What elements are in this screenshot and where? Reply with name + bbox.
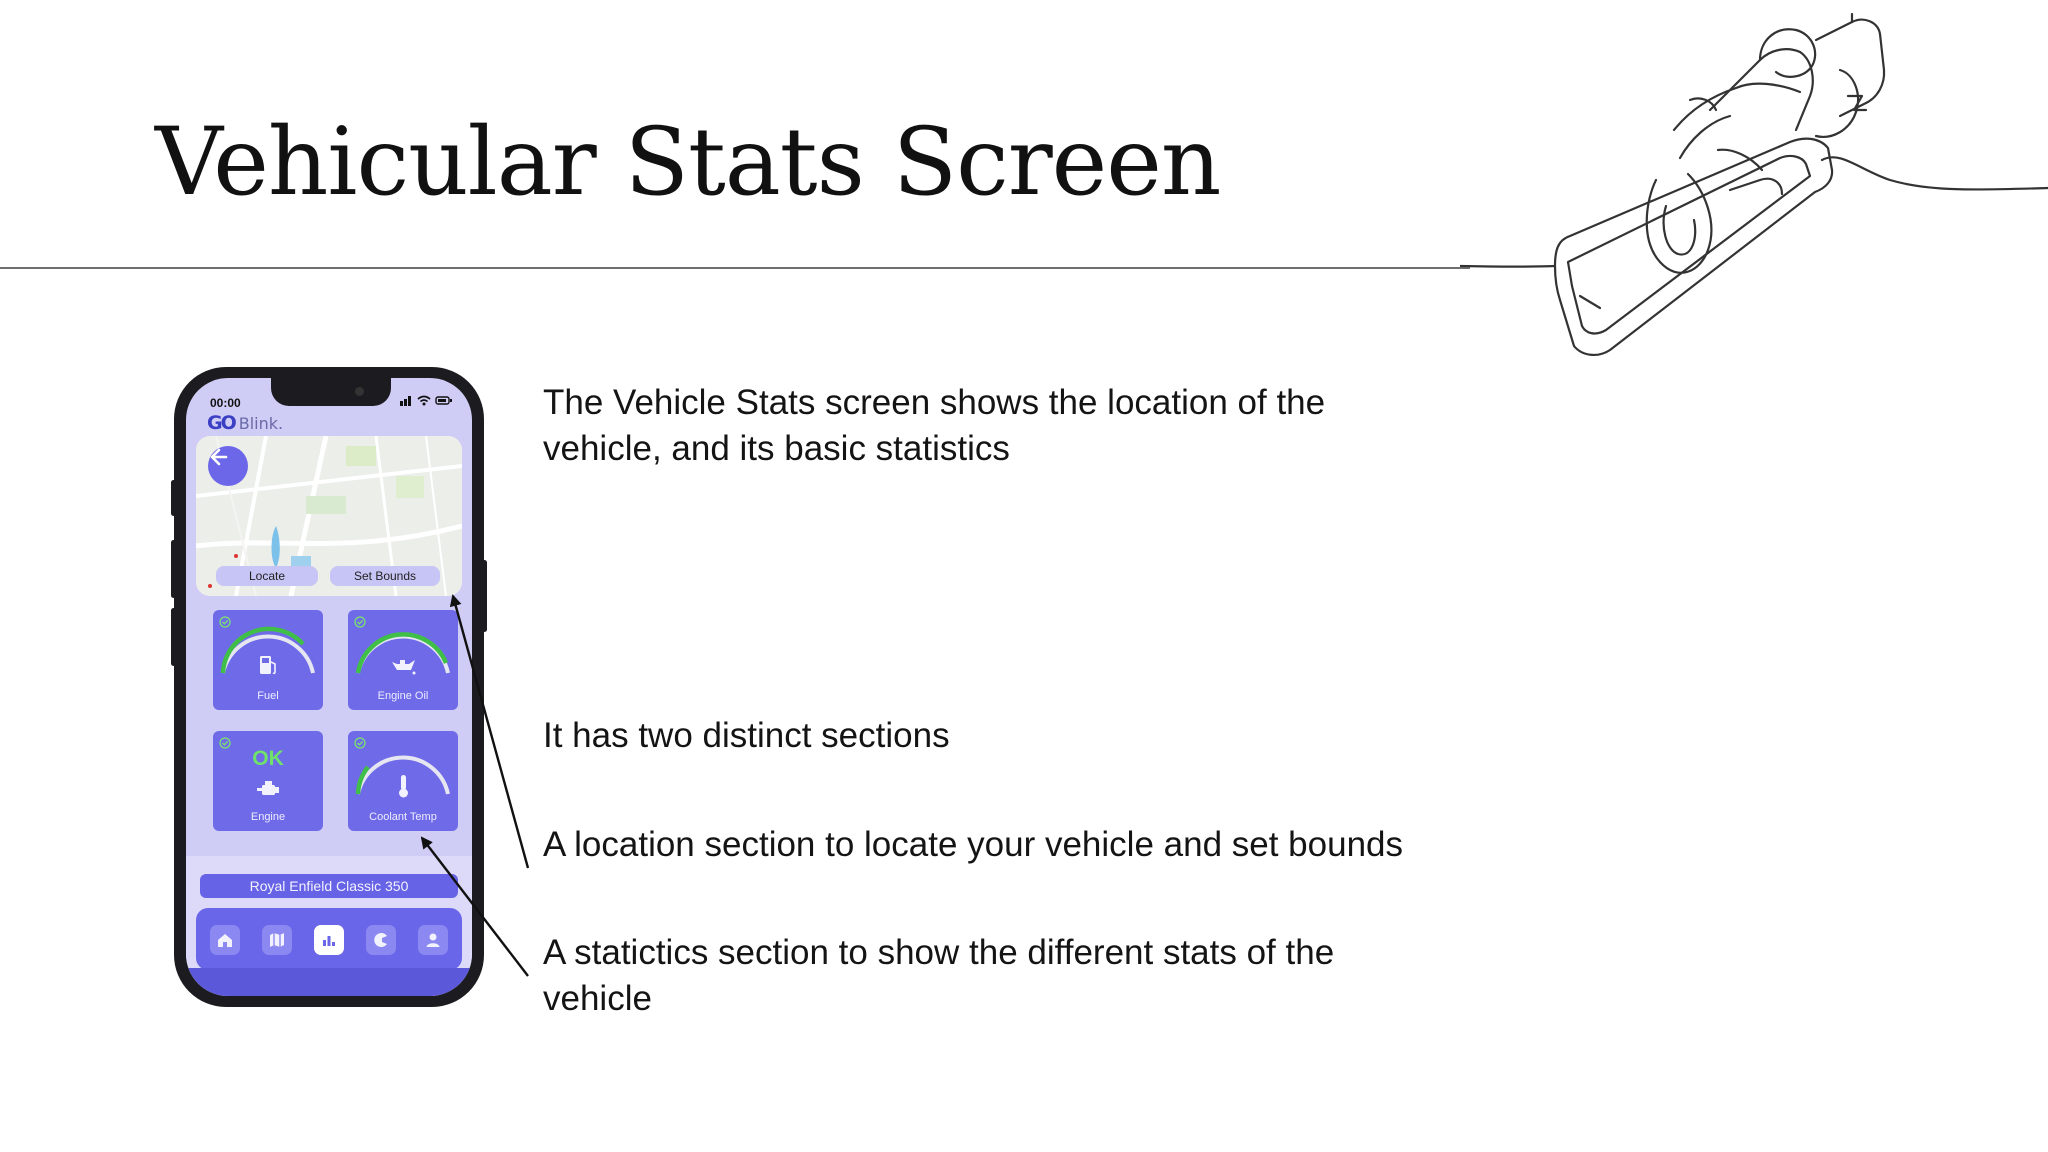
location-map[interactable]: Locate Set Bounds [196,436,462,596]
set-bounds-button[interactable]: Set Bounds [330,566,440,586]
phone-notch [271,378,391,406]
signal-wifi-battery-icon [400,395,452,406]
description-location: A location section to locate your vehicl… [543,825,1403,864]
stat-label: Coolant Temp [369,811,437,823]
profile-icon [426,933,440,947]
stat-label: Fuel [257,690,279,702]
check-circle-icon [219,616,231,628]
camera-icon [355,387,364,396]
description-statistics: A statictics section to show the differe… [543,933,1335,1018]
back-button[interactable] [208,446,248,486]
nav-map[interactable] [262,925,292,955]
arrow-left-icon [210,448,228,466]
fuel-icon [260,656,276,675]
stat-label: Engine Oil [377,690,429,702]
description-overview: The Vehicle Stats screen shows the locat… [543,383,1326,468]
vehicle-name-selector[interactable]: Royal Enfield Classic 350 [200,874,458,898]
title-divider [0,267,1470,269]
phone-mockup: 00:00 GO Blink. [174,367,484,1007]
phone-screen: 00:00 GO Blink. [186,378,472,996]
home-icon [218,934,232,947]
status-time: 00:00 [210,396,241,410]
nav-stats[interactable] [314,925,344,955]
phone-side-button [171,608,176,666]
nav-profile[interactable] [418,925,448,955]
check-circle-icon [354,616,366,628]
stat-card-fuel[interactable]: Fuel [213,610,323,710]
check-circle-icon [219,737,231,749]
brand-logo: GO Blink. [207,412,283,434]
stat-card-engine[interactable]: OK Engine [213,731,323,831]
nav-home[interactable] [210,925,240,955]
map-icon [270,933,284,947]
check-circle-icon [354,737,366,749]
brand-name: Blink. [238,413,284,433]
thermometer-icon [399,775,408,798]
nav-controls[interactable] [366,925,396,955]
screen-bottom [186,968,472,996]
coolant-temp-gauge [355,755,450,795]
stat-card-coolant-temp[interactable]: Coolant Temp [348,731,458,831]
fuel-gauge [220,626,315,674]
controls-icon [374,933,387,947]
stat-card-engine-oil[interactable]: Engine Oil [348,610,458,710]
slide-title: Vehicular Stats Screen [155,108,1221,217]
phone-side-button [171,480,176,516]
oil-can-icon [392,660,416,675]
engine-status-value: OK [252,747,284,770]
stats-icon [323,936,335,946]
engine-icon [257,781,279,795]
description-sections: It has two distinct sections [543,716,950,755]
locate-button[interactable]: Locate [216,566,318,586]
motorcycle-illustration [1460,12,2048,356]
stat-label: Engine [250,811,286,823]
engine-oil-gauge [355,632,450,674]
brand-logo-mark: GO [207,412,237,434]
bottom-navbar [196,908,462,970]
phone-side-button [171,540,176,598]
status-icons [400,394,456,409]
